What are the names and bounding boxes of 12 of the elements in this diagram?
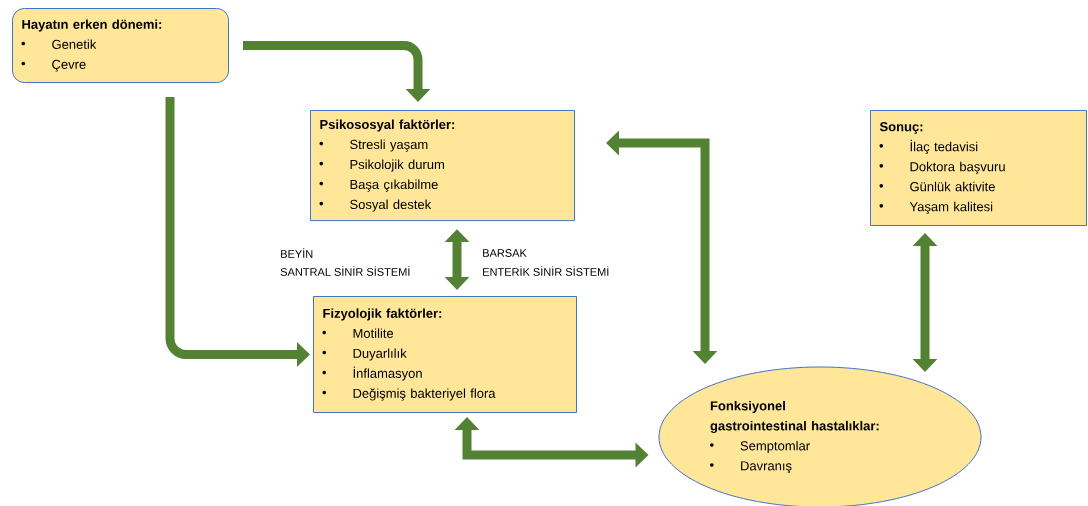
process-box: Psikososyal faktörler: Stresli yaşam Psikolojik durum Başa çıkabilme Sosyal destek [310, 110, 575, 222]
arrow [243, 41, 431, 102]
process-box: Hayatın erken dönemi: Genetik Çevre [12, 8, 229, 83]
process-box: Sonuç: İlaç tedavisi Doktora başvuru Günlük aktivite Yaşam kalitesi [870, 110, 1087, 226]
side-label: ENTERİK SİNİR SİSTEMİ [483, 266, 609, 276]
side-label: BEYİN [281, 248, 313, 258]
process-box: Fizyolojik faktörler: Motilite Duyarlılık İnflamasyon Değişmiş bakteriyel flora [313, 296, 577, 413]
arrow [444, 229, 470, 290]
arrow [912, 233, 938, 372]
ellipse-node: Fonksiyonel gastrointestinal hastalıklar: Semptomlar Davranış [658, 366, 982, 506]
side-label: BARSAK [483, 249, 527, 257]
side-label: SANTRAL SİNİR SİSTEMİ [280, 266, 410, 276]
